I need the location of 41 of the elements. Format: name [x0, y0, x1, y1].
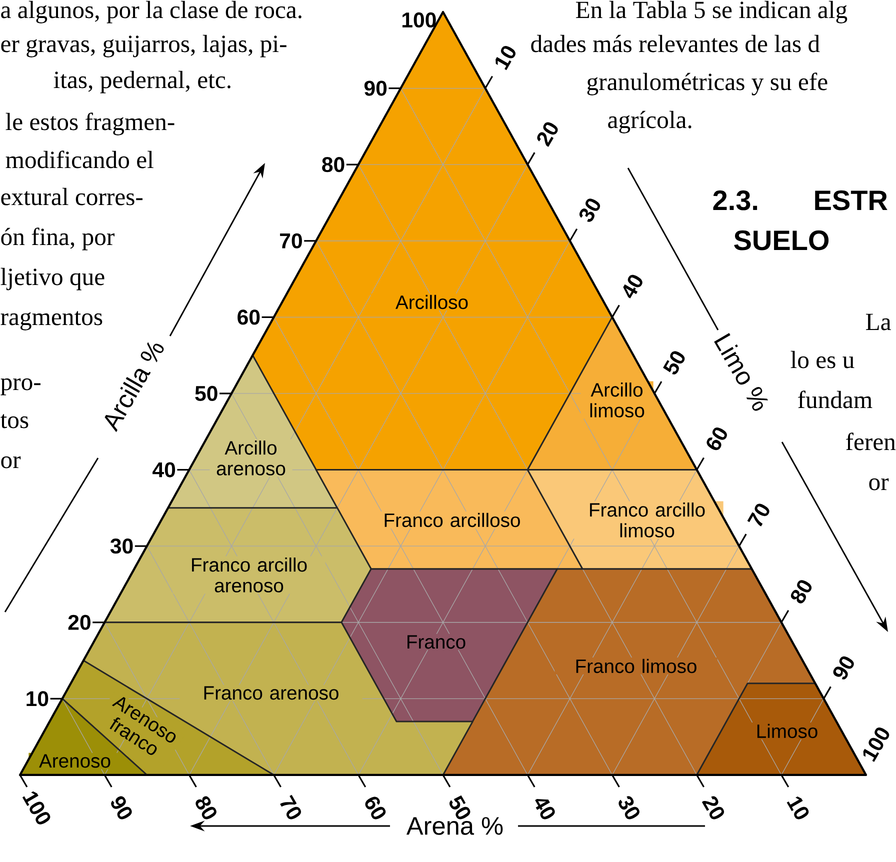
body-text: or — [869, 478, 889, 490]
body-text: ragmentos — [0, 311, 102, 330]
axis-tick: 50 — [442, 774, 470, 820]
axis-tick: 90 — [364, 80, 401, 96]
axis-title: Arena % — [406, 817, 503, 835]
axis-tick: 80 — [322, 157, 358, 172]
axis-tick: 50 — [654, 351, 685, 394]
axis-tick: 80 — [188, 774, 216, 820]
body-text: pro- — [0, 378, 40, 396]
body-text: La — [866, 314, 891, 330]
body-text: feren — [846, 432, 896, 450]
axis-tick: 70 — [280, 233, 316, 248]
axis-tick: 20 — [526, 122, 558, 165]
body-text: extural corres- — [1, 188, 143, 206]
axis-tick: 70 — [273, 774, 302, 820]
section-heading: 2.3. — [713, 190, 758, 210]
axis-tick: 90 — [104, 774, 132, 820]
axis-tick: 30 — [569, 198, 600, 242]
axis-tick: 30 — [110, 538, 147, 554]
axis-tick: 100 — [402, 12, 436, 28]
axis-tick: 60 — [696, 427, 727, 470]
body-text: le estos fragmen- — [6, 112, 174, 136]
axis-tick: 20 — [696, 774, 724, 820]
axis-tick: 30 — [612, 774, 640, 820]
body-text: or — [1, 456, 21, 468]
body-text: modificando el — [6, 150, 154, 168]
axis-tick: 40 — [526, 774, 555, 820]
axis-tick: 80 — [780, 580, 812, 623]
body-text: ljetivo que — [0, 268, 104, 290]
axis-tick: 100 — [19, 774, 50, 824]
body-text: fundam — [798, 390, 872, 408]
axis-tick: 40 — [612, 274, 642, 318]
axis-tick: 60 — [358, 774, 386, 820]
axis-tick: 50 — [195, 386, 232, 402]
axis-tick: 10 — [780, 774, 809, 820]
body-text: ón fina, por — [1, 228, 114, 250]
body-text: lo es u — [790, 350, 854, 368]
section-heading: SUELO — [734, 230, 829, 250]
body-text: tos — [0, 414, 28, 428]
section-heading: ESTR — [815, 190, 888, 210]
axis-tick: 10 — [484, 46, 516, 89]
